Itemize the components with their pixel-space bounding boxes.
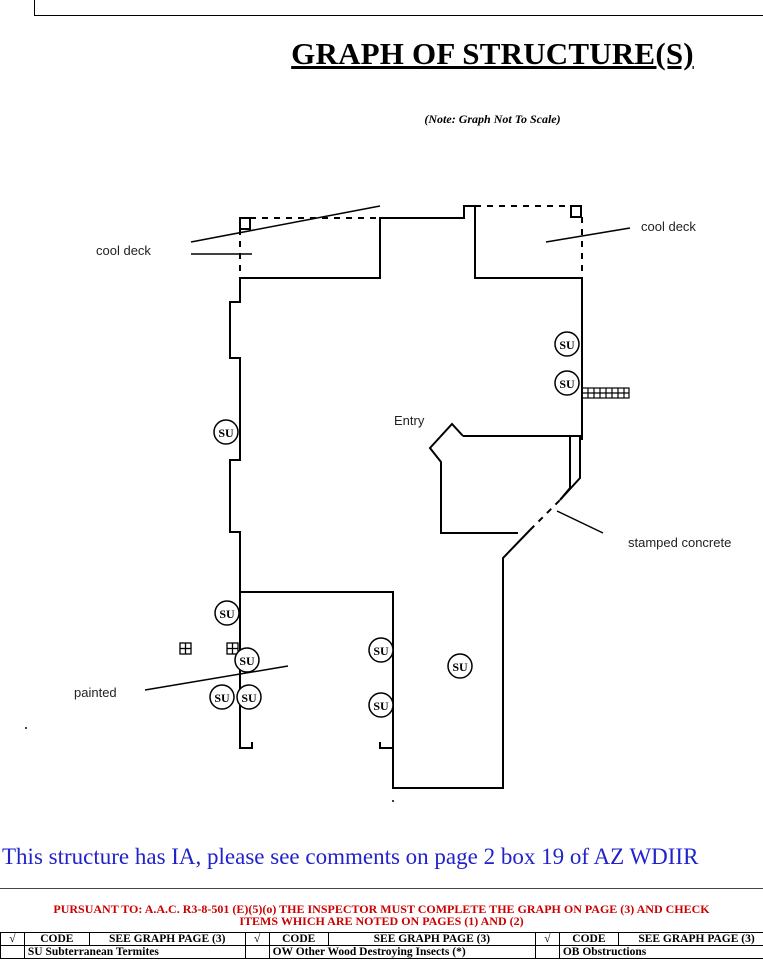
- outline-lower: [240, 529, 531, 789]
- see-header: SEE GRAPH PAGE (3): [327, 932, 536, 946]
- leader-painted: [144, 665, 289, 691]
- su-marker-2: SU: [554, 370, 580, 396]
- pursuant-notice: PURSUANT TO: A.A.C. R3-8-501 (E)(5)(o) T…: [0, 903, 763, 927]
- check-header: √: [244, 932, 270, 946]
- check-cell[interactable]: [0, 945, 25, 959]
- su-marker-8: SU: [368, 637, 394, 663]
- svg-text:SU: SU: [219, 607, 235, 621]
- grid-marker-2: [226, 642, 239, 655]
- svg-text:SU: SU: [373, 699, 389, 713]
- check-header: √: [534, 932, 560, 946]
- divider-rule: [0, 888, 763, 889]
- svg-text:SU: SU: [452, 660, 468, 674]
- su-marker-6: SU: [209, 684, 235, 710]
- corner-box-right: [570, 205, 582, 218]
- code-item-ow: OW Other Wood Destroying Insects (*): [268, 945, 536, 959]
- grid-marker-1: [179, 642, 192, 655]
- outline-entry-left: [428, 422, 518, 534]
- label-cool-deck-left: cool deck: [96, 243, 151, 258]
- svg-text:SU: SU: [218, 426, 234, 440]
- structure-graph: cool deck cool deck Entry stamped concre…: [25, 205, 731, 802]
- label-stamped-concrete: stamped concrete: [628, 535, 731, 550]
- scale-note: (Note: Graph Not To Scale): [424, 112, 561, 126]
- leader-cool-deck-left-1: [190, 205, 381, 243]
- stub-right: [379, 742, 393, 749]
- outline-left-wall: [229, 280, 241, 742]
- svg-text:SU: SU: [559, 338, 575, 352]
- outline-entry-inner: [559, 436, 571, 501]
- su-marker-5: SU: [234, 647, 260, 673]
- top-box-border: [34, 0, 763, 16]
- leader-cool-deck-right: [545, 227, 631, 243]
- su-marker-4: SU: [214, 600, 240, 626]
- su-marker-10: SU: [368, 692, 394, 718]
- codes-table: √ CODE SEE GRAPH PAGE (3) √ CODE SEE GRA…: [0, 932, 763, 959]
- pursuant-line-2: ITEMS WHICH ARE NOTED ON PAGES (1) AND (…: [239, 914, 524, 928]
- svg-text:SU: SU: [559, 377, 575, 391]
- codes-item-row: SU Subterranean Termites OW Other Wood D…: [0, 945, 763, 959]
- code-item-ob: OB Obstructions: [558, 945, 763, 959]
- su-marker-1: SU: [554, 331, 580, 357]
- svg-text:SU: SU: [241, 691, 257, 705]
- code-item-su: SU Subterranean Termites: [23, 945, 246, 959]
- dash-diagonal: [529, 499, 561, 531]
- outline-left: [239, 205, 583, 440]
- check-cell[interactable]: [534, 945, 560, 959]
- codes-header-row: √ CODE SEE GRAPH PAGE (3) √ CODE SEE GRA…: [0, 932, 763, 946]
- leader-stamped-concrete: [556, 510, 604, 534]
- code-header: CODE: [268, 932, 329, 946]
- page-title: GRAPH OF STRUCTURE(S): [291, 36, 694, 71]
- svg-text:SU: SU: [239, 654, 255, 668]
- code-header: CODE: [23, 932, 90, 946]
- outline-entry: [463, 435, 581, 501]
- check-cell[interactable]: [244, 945, 270, 959]
- see-header: SEE GRAPH PAGE (3): [88, 932, 246, 946]
- svg-text:SU: SU: [373, 644, 389, 658]
- code-header: CODE: [558, 932, 620, 946]
- stray-dot-1: [25, 727, 27, 729]
- label-entry: Entry: [394, 413, 425, 428]
- label-cool-deck-right: cool deck: [641, 219, 696, 234]
- su-marker-3: SU: [213, 419, 239, 445]
- stub-left: [239, 742, 253, 749]
- stray-dot-2: [392, 800, 394, 802]
- ia-comment: This structure has IA, please see commen…: [2, 844, 699, 869]
- hatch-attachment: [581, 387, 630, 399]
- su-marker-7: SU: [236, 684, 262, 710]
- label-painted: painted: [74, 685, 117, 700]
- su-marker-9: SU: [447, 653, 473, 679]
- corner-box-left: [239, 217, 251, 230]
- see-header: SEE GRAPH PAGE (3): [618, 932, 763, 946]
- check-header: √: [0, 932, 25, 946]
- pursuant-line-1: PURSUANT TO: A.A.C. R3-8-501 (E)(5)(o) T…: [53, 902, 710, 916]
- svg-text:SU: SU: [214, 691, 230, 705]
